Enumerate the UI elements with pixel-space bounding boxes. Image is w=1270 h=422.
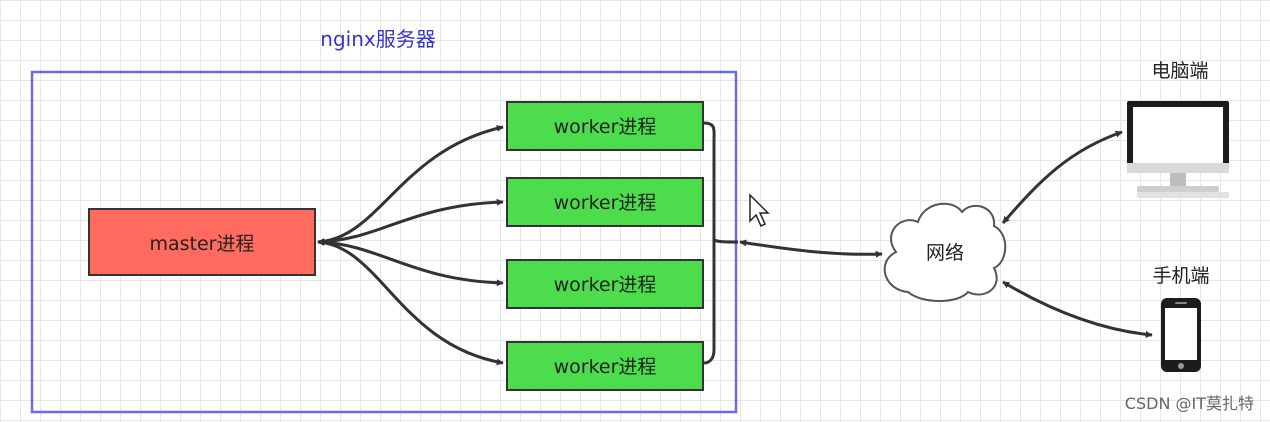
mouse-cursor-icon	[749, 193, 770, 228]
network-cloud-icon	[883, 202, 1007, 302]
worker-process-label-2: worker进程	[554, 192, 657, 214]
network-label: 网络	[926, 242, 964, 264]
arrow-master-worker-2	[317, 198, 504, 246]
arrow-master-worker-4	[317, 238, 504, 366]
master-process-box	[88, 208, 316, 276]
worker-process-box-1	[506, 101, 704, 151]
mobile-client-label: 手机端	[1152, 265, 1209, 287]
server-title: nginx服务器	[320, 27, 435, 51]
arrow-master-worker-3	[317, 238, 504, 287]
master-process-label: master进程	[149, 233, 254, 255]
worker-process-label-1: worker进程	[554, 116, 657, 138]
arrow-server-network	[739, 239, 883, 258]
arrow-master-worker-1	[317, 124, 504, 246]
worker-process-box-2	[506, 177, 704, 227]
workers-bracket	[703, 121, 739, 365]
arrow-network-pc	[1001, 130, 1123, 224]
smartphone-icon	[1161, 298, 1201, 372]
master-worker-arrows	[317, 124, 504, 366]
arrow-network-mobile	[1002, 280, 1153, 338]
pc-client-label: 电脑端	[1151, 60, 1208, 82]
worker-process-box-4	[506, 341, 704, 391]
worker-process-label-4: worker进程	[554, 356, 657, 378]
worker-process-box-3	[506, 259, 704, 309]
monitor-icon	[1127, 101, 1229, 198]
worker-process-label-3: worker进程	[554, 274, 657, 296]
watermark: CSDN @IT莫扎特	[1125, 394, 1254, 413]
